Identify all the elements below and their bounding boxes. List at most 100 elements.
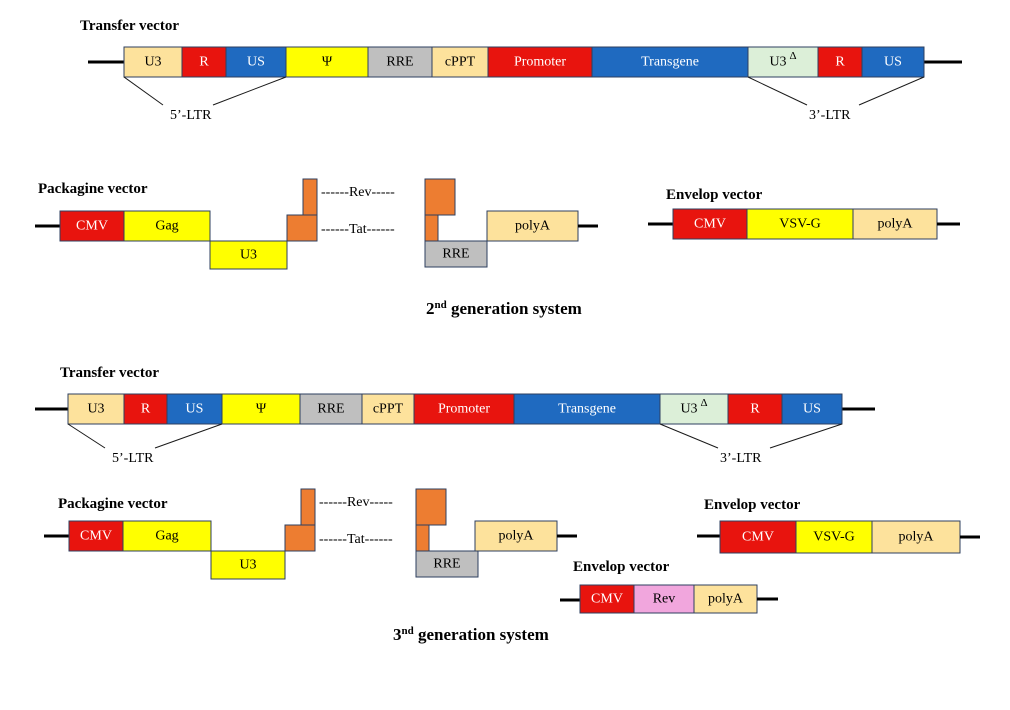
segment-r-label: R [835,55,845,70]
segment-r-label: R [199,55,209,70]
packaging-u3-label: U3 [240,248,257,263]
segment-transgene-box [513,393,661,425]
packaging-gag-box [122,520,212,552]
tat-exon2-box [424,214,439,242]
packaging-vector-title: Packagine vector [38,181,148,197]
envelope-vector-3rd-cmv-label: CMV [742,530,774,545]
segment-rre-label: RRE [386,55,413,70]
rev-vector-rev-label: Rev [653,592,676,607]
segment-us-label: US [884,55,902,70]
rev-exon1-box [300,488,316,526]
envelope-vector-title: Envelop vector [666,187,763,203]
packaging-rre-label: RRE [433,557,460,572]
segment-cppt-box [361,393,415,425]
packaging-u3-label: U3 [239,558,256,573]
envelope-vector-3rd-polya-label: polyA [899,530,935,545]
gen3-caption: 3nd generation system [393,625,549,644]
ltr3-bracket-right [858,76,925,106]
packaging-cmv-box [59,210,125,242]
segment-psi-box [285,46,369,78]
segment-r-box [817,46,863,78]
caption-part: 3 [393,625,402,644]
segment-r-label: R [750,402,760,417]
segment-psi-label: Ψ [256,402,267,417]
transfer-vector-title: Transfer vector [60,365,159,381]
ltr5-label: 5’-LTR [170,108,212,123]
segment-u3-delta-box [747,46,819,78]
ltr3-label: 3’-LTR [809,108,851,123]
caption-part: nd [435,299,447,311]
caption-part: generation system [447,299,582,318]
rev-vector-cmv-box [579,584,635,614]
segment-promoter-label: Promoter [514,55,566,70]
segment-promoter-label: Promoter [438,402,490,417]
rev-exon2-box [415,488,447,526]
envelope-vector-cmv-label: CMV [694,217,726,232]
envelope-vector-3rd-title: Envelop vector [704,497,801,513]
packaging-rre-label: RRE [442,247,469,262]
envelope-vector-3rd-polya-box [871,520,961,554]
packaging-gag-box [123,210,211,242]
tat-exon1-box [286,214,318,242]
tat-dashed-label: ------Tat------ [319,532,393,547]
envelope-vector-3rd-vsvg-box [795,520,873,554]
envelope-vector-3rd-cmv-box [719,520,797,554]
ltr5-bracket-right [212,76,287,106]
rev-vector-cmv-label: CMV [591,592,623,607]
ltr3-bracket-right [769,423,843,449]
packaging-gag-label: Gag [155,529,178,544]
ltr3-bracket-left [659,423,719,449]
rev-vector-polya-label: polyA [708,592,744,607]
segment-us-box [166,393,223,425]
segment-us-box [781,393,843,425]
ltr5-bracket-left [67,423,106,449]
segment-u3-delta-box [659,393,729,425]
segment-cppt-box [431,46,489,78]
delta-superscript: Δ [700,397,707,409]
gen2-caption: 2nd generation system [426,299,582,318]
segment-transgene-label: Transgene [558,402,616,417]
ltr3-label: 3’-LTR [720,451,762,466]
segment-u3-delta-label: U3 [680,402,697,417]
segment-r-box [727,393,783,425]
packaging-cmv-label: CMV [80,529,112,544]
segment-u3-delta-label: U3 [769,55,786,70]
packaging-rre-box [424,240,488,268]
segment-cppt-label: cPPT [445,55,476,70]
segment-promoter-box [487,46,593,78]
envelope-vector-vsvg-label: VSV-G [779,217,821,232]
segment-promoter-box [413,393,515,425]
envelope-vector-polya-box [852,208,938,240]
ltr5-label: 5’-LTR [112,451,154,466]
delta-superscript: Δ [789,50,796,62]
segment-transgene-box [591,46,749,78]
segment-psi-label: Ψ [322,55,333,70]
envelope-vector-cmv-box [672,208,748,240]
rev-exon1-box [302,178,318,216]
packaging-polya-label: polyA [515,219,551,234]
segment-r-label: R [141,402,151,417]
segment-us-label: US [247,55,265,70]
segment-u3-label: U3 [144,55,161,70]
rev-dashed-label: ------Rev----- [319,495,393,510]
segment-rre-label: RRE [317,402,344,417]
segment-transgene-label: Transgene [641,55,699,70]
segment-u3-box [67,393,125,425]
tat-exon2-box [415,524,430,552]
tat-exon1-box [284,524,316,552]
caption-part: 2 [426,299,435,318]
segment-us-box [225,46,287,78]
envelope-vector-polya-label: polyA [878,217,914,232]
ltr3-bracket-left [747,76,808,106]
segment-us-label: US [186,402,204,417]
packaging-rre-box [415,550,479,578]
rev-vector-title: Envelop vector [573,559,670,575]
segment-rre-box [299,393,363,425]
tat-dashed-label: ------Tat------ [321,222,395,237]
caption-part: generation system [414,625,549,644]
ltr5-bracket-left [123,76,164,106]
caption-part: nd [402,625,414,637]
envelope-vector-3rd-vsvg-label: VSV-G [813,530,855,545]
